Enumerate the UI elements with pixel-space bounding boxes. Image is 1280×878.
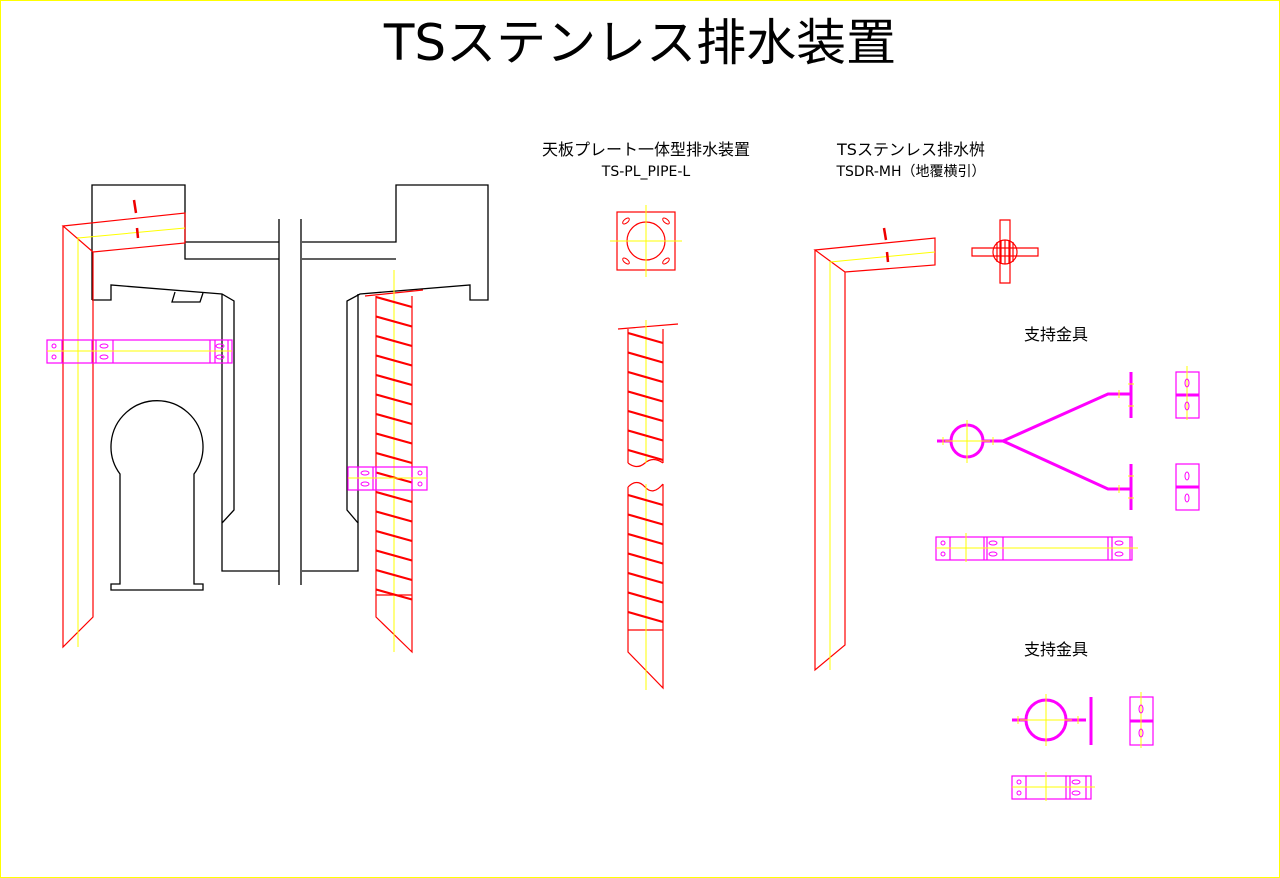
hatch-line	[627, 351, 664, 364]
hatch-line	[375, 315, 413, 328]
hatch-line	[627, 331, 664, 345]
right-drain-pipe	[364, 270, 424, 654]
hatch-line	[375, 549, 413, 562]
hatch-line	[627, 552, 664, 565]
bracket-1-front-view	[937, 372, 1134, 510]
hatch-line	[627, 448, 664, 462]
hatch-line	[627, 571, 664, 585]
hatch-line	[627, 610, 664, 624]
hatch-line	[375, 412, 413, 426]
bridge-section-structure	[91, 184, 489, 591]
bracket-1-title: 支持金具	[1024, 325, 1088, 344]
hatch-line	[375, 393, 413, 406]
hatch-line	[627, 429, 664, 442]
bracket-1-bar	[935, 533, 1138, 562]
hatch-line	[375, 432, 413, 445]
hatch-line	[375, 529, 413, 543]
plate-drain-top-view	[610, 205, 682, 277]
drain-basin-pipe	[813, 227, 936, 672]
right-bracket-bar	[347, 466, 428, 491]
hatch-line	[375, 373, 413, 387]
hatch-line	[627, 513, 664, 526]
bracket-2-bar	[1011, 772, 1095, 801]
bracket-2-side-view	[1129, 692, 1154, 748]
plate-drain-title: 天板プレート一体型排水装置	[542, 140, 750, 159]
bracket-1-side-view	[1175, 366, 1200, 511]
hatch-line	[627, 493, 664, 507]
drain-basin-title: TSステンレス排水桝	[836, 140, 985, 159]
hatch-line	[375, 451, 413, 465]
hatch-line	[375, 568, 413, 582]
plate-drain-pipe-side-view	[617, 320, 679, 690]
hatch-line	[627, 591, 664, 604]
plate-drain-model: TS-PL_PIPE-L	[601, 164, 691, 180]
left-bracket-bar	[46, 339, 233, 364]
hatch-line	[375, 588, 413, 601]
drawing-title: TSステンレス排水装置	[383, 14, 896, 72]
hatch-line	[627, 370, 664, 384]
hatch-line	[627, 390, 664, 403]
hatch-line	[375, 490, 413, 504]
drain-basin-top-view	[971, 219, 1039, 284]
drain-basin-model: TSDR-MH（地覆横引）	[835, 164, 985, 180]
hatch-line	[375, 334, 413, 348]
hatch-line	[627, 409, 664, 423]
bracket-2-front-view	[1012, 694, 1093, 746]
hatch-line	[375, 354, 413, 367]
hatch-line	[627, 532, 664, 546]
left-drain-pipe	[61, 199, 186, 649]
hatch-line	[375, 295, 413, 309]
hatch-line	[375, 510, 413, 523]
bracket-2-title: 支持金具	[1024, 640, 1088, 659]
